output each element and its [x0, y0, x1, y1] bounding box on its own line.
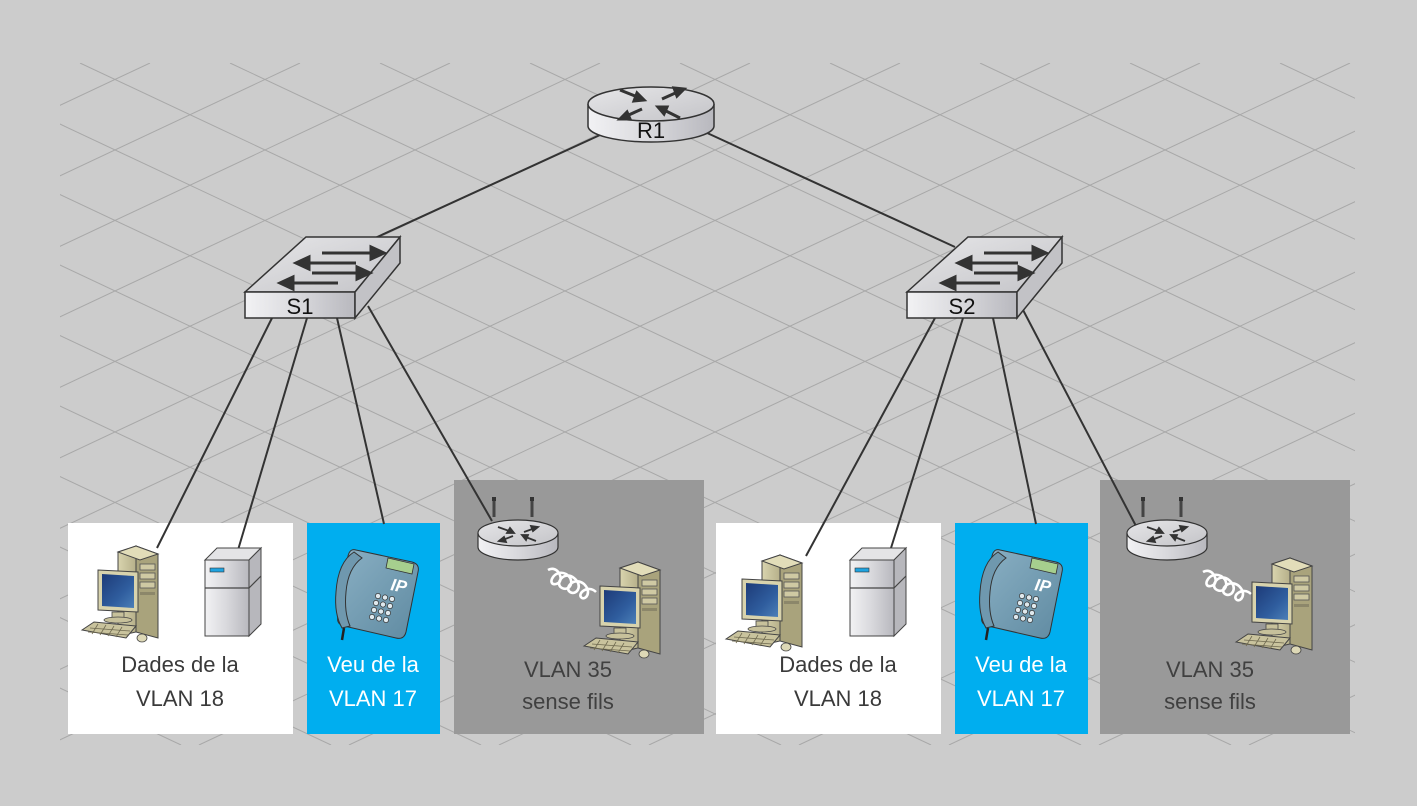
- link-s2-server: [890, 317, 964, 549]
- switch-icon: [243, 234, 402, 321]
- link-r1-s1: [374, 134, 601, 239]
- zone-label-line1: Dades de la: [779, 652, 897, 677]
- link-s2-phone: [992, 317, 1037, 525]
- grid-line: [60, 63, 1201, 600]
- grid-line: [829, 63, 1355, 311]
- server-icon[interactable]: [849, 547, 907, 637]
- link-s2-wireless-router: [1021, 307, 1137, 527]
- phone-badge: IP: [389, 575, 409, 597]
- link-s1-server: [237, 317, 308, 551]
- grid-line: [979, 63, 1355, 240]
- zone-label-line1: Dades de la: [121, 652, 239, 677]
- grid-line: [1399, 63, 1417, 745]
- grid-line: [379, 63, 1355, 522]
- grid-line: [229, 63, 1355, 593]
- zone-label-line2: sense fils: [522, 689, 614, 714]
- ip-phone-icon[interactable]: IP: [334, 548, 420, 642]
- zone-label-line2: sense fils: [1164, 689, 1256, 714]
- grid-line: [60, 63, 601, 318]
- grid-line: [60, 63, 1051, 529]
- grid-line: [60, 63, 901, 459]
- zone-label-line1: Veu de la: [975, 652, 1068, 677]
- ip-phone-icon[interactable]: IP: [978, 548, 1064, 642]
- zone-label-line2: VLAN 17: [329, 686, 417, 711]
- switch-label: S2: [949, 294, 976, 319]
- link-s1-phone: [336, 317, 385, 525]
- grid-line: [529, 63, 1355, 452]
- grid-line: [0, 63, 31, 745]
- grid-line: [60, 63, 451, 247]
- zone-label-line2: VLAN 18: [136, 686, 224, 711]
- link-s2-pc: [805, 317, 936, 557]
- router-label: R1: [637, 118, 665, 143]
- switch-s2[interactable]: S2: [905, 234, 1064, 321]
- link-s1-wireless-router: [367, 305, 493, 522]
- link-s1-pc: [156, 317, 273, 549]
- link-r1-s2: [704, 131, 956, 248]
- zone-label-line2: VLAN 17: [977, 686, 1065, 711]
- server-icon[interactable]: [204, 547, 262, 637]
- grid-line: [679, 63, 1355, 381]
- router-r1[interactable]: R1: [587, 86, 715, 143]
- zone-label-line1: VLAN 35: [1166, 657, 1254, 682]
- zone-label-line2: VLAN 18: [794, 686, 882, 711]
- switch-icon: [905, 234, 1064, 321]
- zone-label-line1: VLAN 35: [524, 657, 612, 682]
- phone-badge: IP: [1033, 575, 1053, 597]
- switch-label: S1: [287, 294, 314, 319]
- zone-label-line1: Veu de la: [327, 652, 420, 677]
- grid-line: [198, 201, 1355, 745]
- switch-s1[interactable]: S1: [243, 234, 402, 321]
- router-icon: [587, 86, 715, 143]
